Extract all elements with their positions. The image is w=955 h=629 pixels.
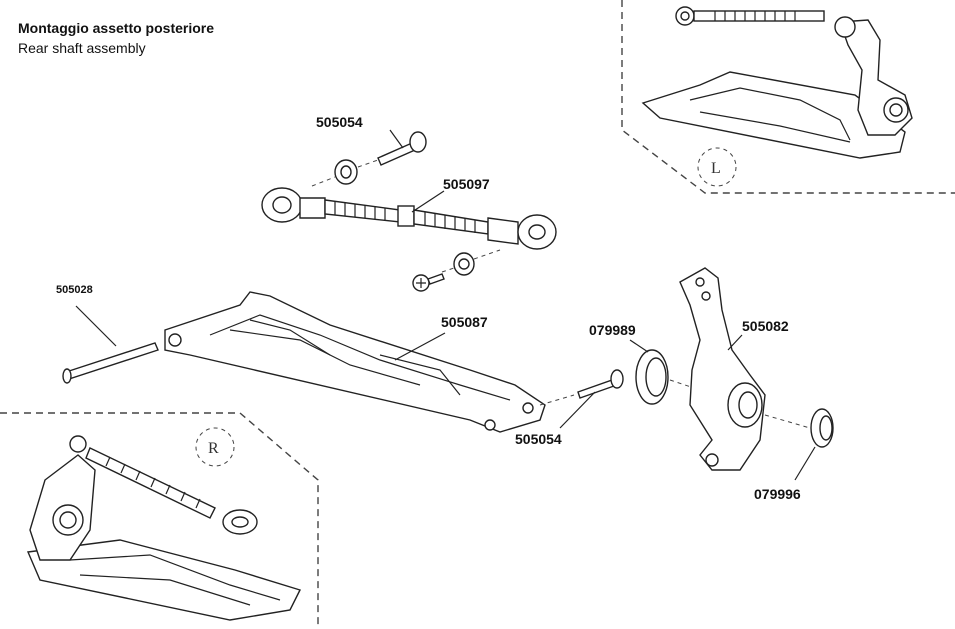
label-turnbuckle: 505097 [443, 176, 490, 192]
bearing-large [629, 339, 701, 405]
hinge-pin [62, 305, 159, 384]
inset-right-rod [85, 447, 216, 519]
lower-arm [164, 291, 546, 433]
inset-right-label: R [208, 440, 219, 457]
bearing-small [764, 408, 834, 481]
screw-and-ball [412, 249, 501, 292]
pin-top [311, 129, 427, 187]
lower-arm-body [164, 291, 546, 433]
title-italian: Montaggio assetto posteriore [18, 20, 215, 36]
inset-left-border [621, 0, 955, 194]
label-bearing-small: 079996 [754, 486, 801, 502]
inset-right: R [0, 412, 319, 629]
inset-left-label: L [711, 160, 721, 177]
pin-top-head [409, 131, 427, 153]
inset-right-badge [195, 427, 235, 467]
pin-bottom [539, 369, 624, 429]
thread-left [324, 199, 401, 223]
title-english: Rear shaft assembly [18, 40, 146, 56]
label-hub-carrier: 505082 [742, 318, 789, 334]
inset-left-badge [697, 147, 737, 187]
pin-top-shaft [377, 142, 416, 166]
inset-left: L [621, 0, 955, 194]
label-pin-top: 505054 [316, 114, 363, 130]
inset-left-rod [693, 10, 825, 22]
label-lower-arm: 505087 [441, 314, 488, 330]
hub-carrier-body [679, 267, 766, 471]
label-bearing-large: 079989 [589, 322, 636, 338]
inset-right-border [0, 412, 319, 629]
pin-bottom-shaft [577, 379, 615, 399]
hub-carrier [679, 267, 766, 471]
turnbuckle [261, 187, 557, 250]
inset-left-arm [641, 71, 906, 159]
hinge-pin-shaft [65, 342, 159, 380]
label-hinge-pin: 505028 [56, 284, 93, 296]
label-pin-bottom: 505054 [515, 431, 562, 447]
